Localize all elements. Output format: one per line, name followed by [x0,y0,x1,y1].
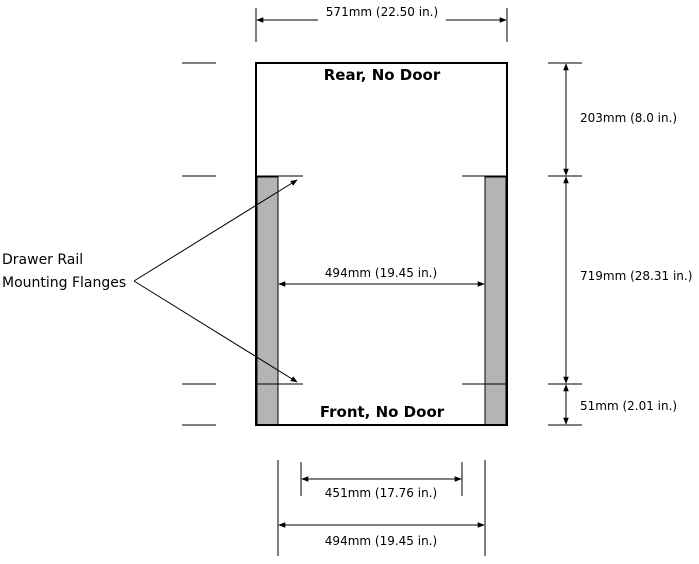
right-drawer-rail [484,176,507,426]
top-width-dimension: 571mm (22.50 in.) [255,5,508,42]
top-width-label: 571mm (22.50 in.) [326,5,438,19]
drawer-rail-label-line1: Drawer Rail [2,252,83,268]
left-reference-ticks [182,62,216,426]
right-depth-dimensions: 203mm (8.0 in.) 719mm (28.31 in.) 51mm (… [548,62,692,426]
rail-depth-label: 719mm (28.31 in.) [580,269,692,283]
drawer-rail-callout: Drawer Rail Mounting Flanges [2,179,298,383]
inner-width-label: 494mm (19.45 in.) [325,266,437,280]
bottom-width-dimensions: 451mm (17.76 in.) 494mm (19.45 in.) [277,460,486,556]
bottom-dim-1-label: 451mm (17.76 in.) [325,486,437,500]
front-label: Front, No Door [320,403,445,421]
drawer-rail-label-line2: Mounting Flanges [2,275,126,291]
inner-width-dimension: 494mm (19.45 in.) [278,266,485,287]
rear-label: Rear, No Door [324,66,441,84]
rear-depth-label: 203mm (8.0 in.) [580,111,677,125]
bottom-dim-2-label: 494mm (19.45 in.) [325,534,437,548]
left-drawer-rail [256,176,279,426]
front-depth-label: 51mm (2.01 in.) [580,399,677,413]
rack-outline [255,62,508,426]
